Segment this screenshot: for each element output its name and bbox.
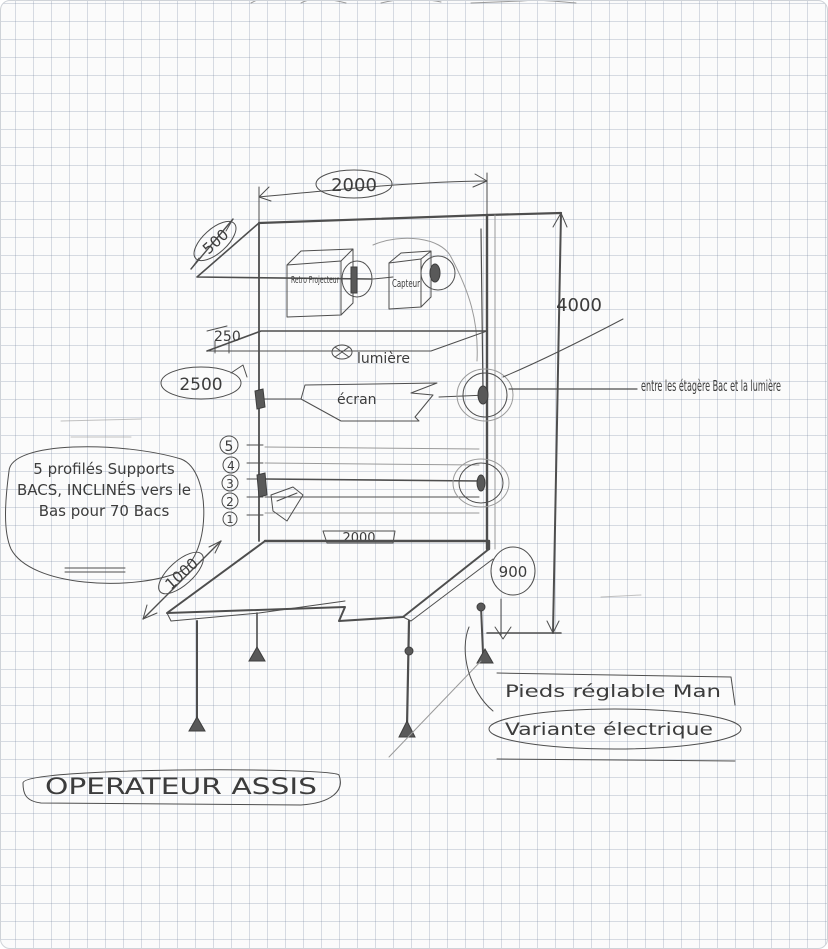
desk-legs [188, 602, 494, 758]
feet-adjustable-label: Pieds réglable Man [505, 682, 721, 702]
width-dimension-label: 2000 [331, 175, 377, 196]
sensor-label: Capteur [392, 277, 420, 290]
screen-label: écran [337, 392, 377, 408]
operator-title: OPERATEUR ASSIS [22, 769, 341, 806]
light-icon [331, 344, 353, 360]
shelf-number-3: 3 [226, 477, 234, 491]
sensor-lens-core-icon [429, 263, 441, 283]
desk: 1000 900 [142, 539, 536, 640]
sensor-lens-icon [420, 255, 456, 291]
lower-pivot-core-icon [476, 474, 486, 492]
desk-width: 2000 [322, 530, 396, 546]
feet-adjustable-box [496, 672, 736, 706]
note-between-line: entre les étagère Bac et la lumière [641, 377, 781, 395]
desk-height-bubble [490, 546, 536, 596]
base-dimension-label: 2500 [179, 375, 222, 395]
light-label: lumière [357, 351, 410, 367]
tray-shelves [246, 444, 480, 522]
note-profiles: 5 profilés Supports BACS, INCLINÉS vers … [5, 446, 205, 584]
leg-foot-icon [188, 715, 206, 732]
desk-depth-bubble [158, 551, 204, 595]
desk-height-label: 900 [499, 563, 528, 581]
feet-electric-bubble [488, 708, 742, 750]
feet-notes: Pieds réglable Man Variante électrique [488, 672, 742, 762]
upper-pivot [456, 318, 638, 422]
screen-left-mount-icon [254, 388, 266, 410]
height-dimension: 4000 [486, 212, 602, 634]
width-dimension: 2000 [258, 169, 488, 232]
retro-projector-label: Retro Projecteur [291, 275, 340, 286]
note-profiles-text: 5 profilés Supports BACS, INCLINÉS vers … [17, 460, 191, 520]
note-between-text: entre les étagère Bac et la lumière [641, 377, 781, 395]
cropped-heading-strokes [250, 1, 577, 4]
upper-pivot-core-icon [477, 385, 489, 405]
note-underline [64, 567, 126, 573]
shelf-gap-label: 250 [214, 329, 241, 345]
shelf-numbers: 5 4 3 2 1 [219, 435, 240, 527]
sensor: Capteur [372, 237, 478, 362]
note-profiles-bubble [5, 446, 205, 584]
erased-marks [60, 418, 642, 598]
leg-foot-icon [398, 719, 416, 738]
depth-dimension-bubble [193, 220, 237, 262]
light: lumière [331, 344, 410, 367]
feet-electric-label: Variante électrique [505, 720, 713, 740]
shelf-number-5: 5 [225, 439, 234, 455]
lower-pivot [452, 458, 510, 508]
operator-title-text: OPERATEUR ASSIS [45, 775, 317, 800]
shelf-number-2: 2 [226, 495, 234, 509]
height-dimension-label: 4000 [556, 295, 602, 316]
middle-shelf: 250 [206, 325, 488, 354]
desk-width-label: 2000 [342, 531, 375, 546]
base-dimension: 2500 [160, 364, 248, 400]
tray-mount-icon [256, 472, 268, 498]
leg-foot-icon [476, 647, 494, 664]
top-shelf: 500 [190, 211, 563, 280]
leg-foot-icon [248, 645, 266, 662]
tray-bin-icon [270, 486, 304, 522]
shelf-number-1: 1 [227, 513, 234, 526]
note-between: entre les étagère Bac et la lumière [641, 377, 781, 395]
projector-lens-icon [341, 260, 373, 298]
projector-lens-core-icon [350, 266, 358, 294]
operator-title-bubble [22, 769, 341, 806]
screen: écran [254, 382, 488, 422]
shelf-number-4: 4 [227, 459, 235, 473]
width-dimension-bubble [315, 169, 393, 199]
retro-projector: Retro Projecteur [286, 248, 394, 318]
base-dimension-bubble [160, 366, 242, 400]
